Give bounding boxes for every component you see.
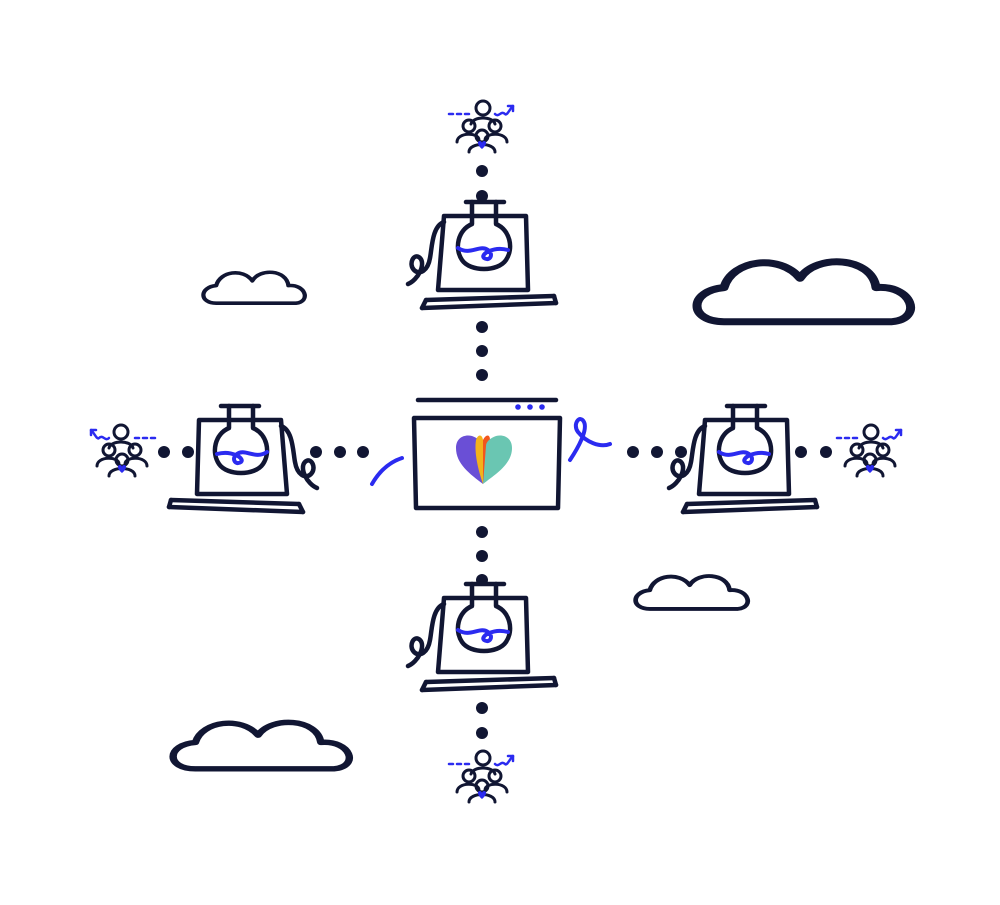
heart-logo-icon — [456, 435, 512, 484]
user-group-growth-icon-north — [447, 99, 515, 154]
cloud-icon — [173, 722, 349, 768]
user-group-growth-icon-east — [835, 423, 903, 478]
connector-dots-east — [627, 446, 832, 458]
laptop-flask-icon-north — [408, 202, 556, 308]
cloud-icon — [203, 272, 304, 303]
laptop-flask-icon-east — [669, 406, 817, 512]
user-group-growth-icon-west — [89, 423, 157, 478]
laptop-flask-icon-south — [408, 584, 556, 690]
user-group-growth-icon-south — [447, 749, 515, 804]
connector-dots-west — [158, 446, 369, 458]
hub-browser-window — [370, 397, 612, 511]
cloud-icon — [697, 262, 911, 322]
laptop-flask-icon-west — [169, 406, 317, 512]
cloud-icon — [636, 576, 748, 609]
connector-dots-north — [476, 165, 488, 381]
